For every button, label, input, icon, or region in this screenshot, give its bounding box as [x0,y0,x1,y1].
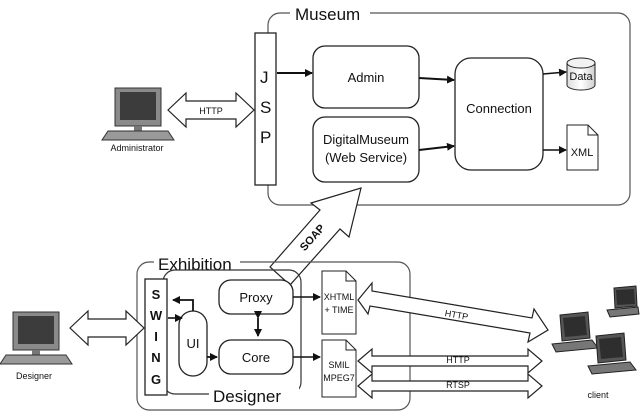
swing-bar [144,278,168,396]
data-store: Data [566,57,596,91]
connection-label: Connection [466,101,532,116]
admin-http-label: HTTP [199,106,223,116]
arrow-admin-connection [418,75,455,84]
exhibition-title: Exhibition [158,255,232,274]
xhtml-line1: XHTML [324,292,355,302]
client-http-label-2: HTTP [446,355,470,365]
exhibition-container [136,261,411,411]
client-http-label-1: HTTP [444,308,469,322]
soap-link: SOAP [269,187,362,286]
designer-computer: Designer [0,311,73,381]
administrator-label: Administrator [110,143,163,153]
xml-label: XML [571,147,594,159]
designer-title: Designer [213,387,281,406]
client-label: client [587,390,609,400]
client-rtsp-link: RTSP [357,372,543,400]
laptop-icon [551,311,599,353]
client-http-link-2: HTTP [357,347,543,375]
jsp-bar [254,32,277,186]
ui-label: UI [187,336,200,351]
xhtml-line2: + TIME [324,305,353,315]
digital-museum-sublabel: (Web Service) [325,150,407,165]
arrow-digital-connection [418,142,455,151]
swing-letter-w: W [150,308,163,323]
laptop-icon [606,285,640,318]
museum-title: Museum [295,5,360,24]
arrow-ui-swing [172,296,194,311]
proxy-label: Proxy [239,290,273,305]
xhtml-document: XHTML + TIME [321,270,357,335]
jsp-letter-s: S [260,98,271,117]
smil-line1: SMIL [328,360,349,370]
admin-label: Admin [348,70,385,85]
admin-http-link: HTTP [167,91,255,129]
xml-document: XML [566,124,599,171]
jsp-letter-j: J [260,68,269,87]
designer-link [69,309,145,347]
swing-letter-n: N [151,350,160,365]
museum-group: Museum J S P Admin DigitalMuseum (Web Se… [254,4,631,206]
swing-letter-g: G [151,372,161,387]
client-rtsp-label: RTSP [446,380,470,390]
digital-museum-label: DigitalMuseum [323,132,409,147]
exhibition-group: Exhibition Designer S W I N G UI Proxy C… [136,254,411,411]
client-laptops: client [551,285,640,400]
smil-document: SMIL MPEG7 [321,339,357,398]
arrow-connection-data [542,68,567,77]
client-http-link-1: HTTP [357,281,549,344]
admin-box [312,45,420,109]
swing-letter-s: S [152,287,161,302]
swing-letter-i: I [154,329,158,344]
smil-line2: MPEG7 [323,373,355,383]
jsp-letter-p: P [260,128,271,147]
core-label: Core [242,350,270,365]
connection-box [454,57,544,171]
designer-computer-label: Designer [16,371,52,381]
data-label: Data [569,71,593,83]
administrator-computer: Administrator [101,87,175,153]
laptop-icon [587,332,637,375]
